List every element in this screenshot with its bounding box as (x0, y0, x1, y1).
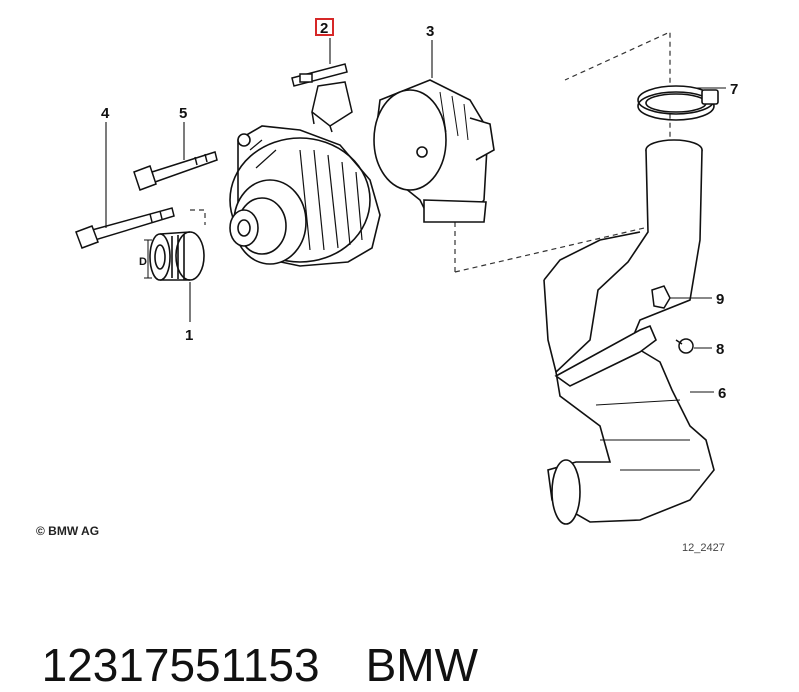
callout-2: 2 (320, 20, 328, 37)
callout-9: 9 (716, 291, 724, 308)
callout-2-highlight-box (315, 18, 334, 36)
part-number: 12317551153 (41, 639, 320, 691)
callout-1: 1 (185, 327, 193, 344)
callout-8: 8 (716, 341, 724, 358)
callout-7: 7 (730, 81, 738, 98)
part-9-clip[interactable] (651, 285, 671, 309)
copyright-notice: © BMW AG (36, 524, 100, 538)
alternator-body[interactable] (229, 125, 381, 267)
callout-3: 3 (426, 23, 434, 40)
part-8-screw[interactable] (675, 338, 694, 354)
parts-diagram: D (75, 18, 738, 525)
dimension-label: D (139, 256, 147, 268)
part-4-long-bolt[interactable] (75, 207, 175, 249)
callout-6: 6 (718, 385, 726, 402)
part-7-hose-clamp[interactable] (637, 85, 719, 121)
footer-caption: 12317551153 BMW (16, 584, 478, 692)
brand-name: BMW (365, 639, 478, 691)
callout-5: 5 (179, 105, 187, 122)
leader-lines (105, 38, 726, 393)
dimension-marker (144, 239, 152, 279)
part-6-intake-duct[interactable] (543, 139, 715, 525)
part-1-pulley[interactable] (149, 231, 205, 281)
part-5-short-bolt[interactable] (133, 151, 218, 191)
callout-4: 4 (101, 105, 110, 122)
part-3-duct-cap[interactable] (373, 79, 495, 223)
diagram-code: 12_2427 (682, 542, 725, 554)
part-2-regulator[interactable] (291, 63, 353, 133)
